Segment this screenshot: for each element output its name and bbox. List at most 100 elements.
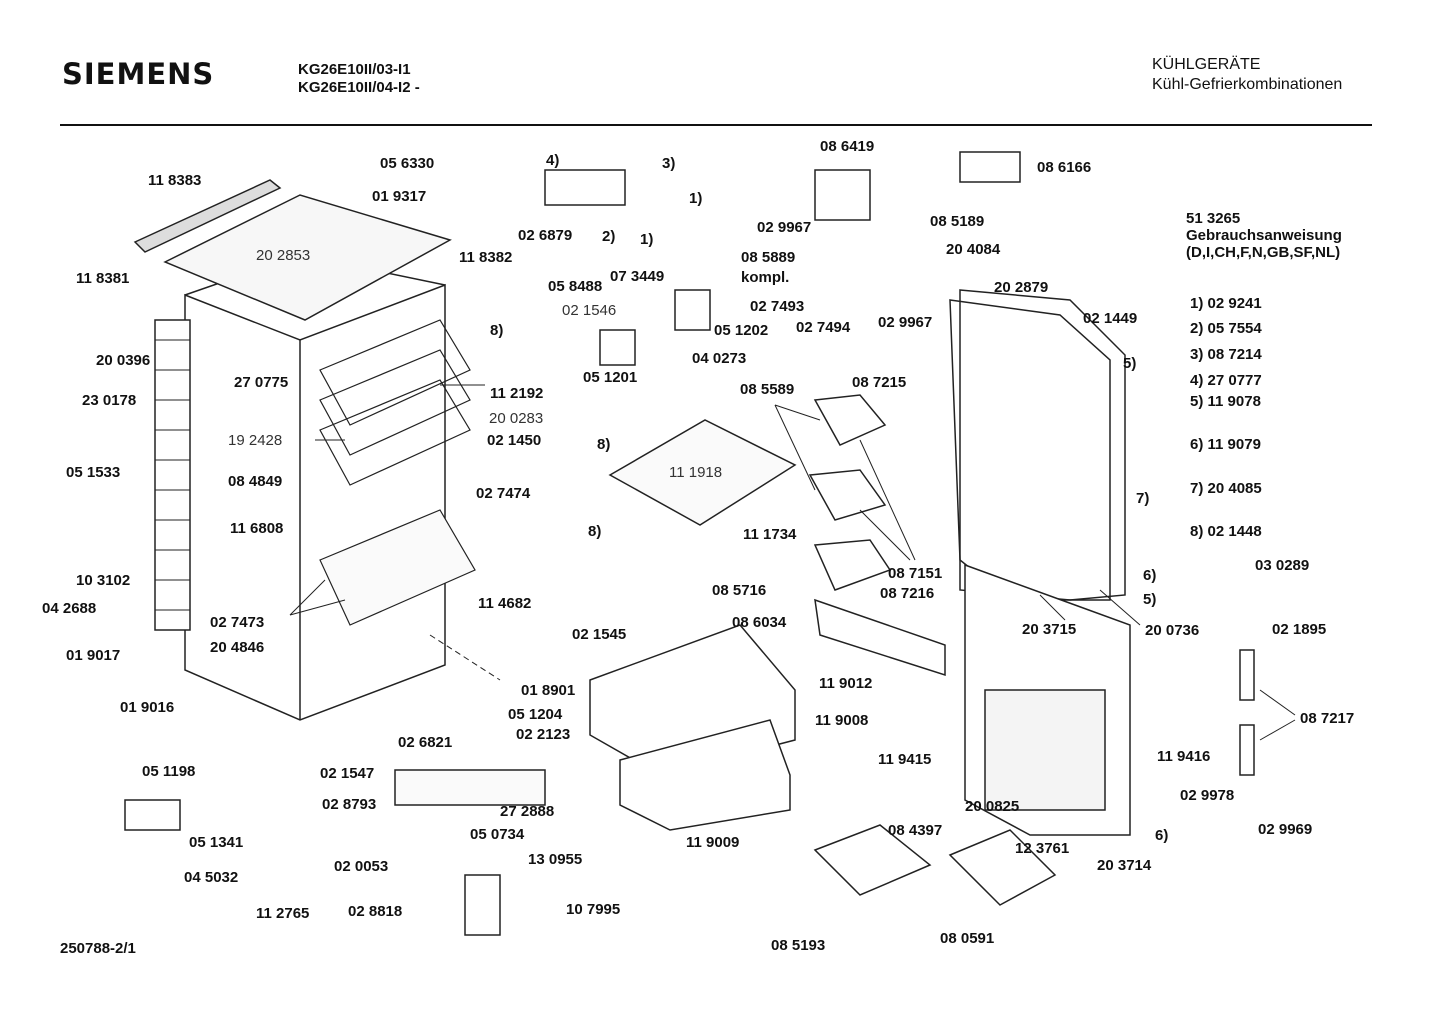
legend-item: 4) 27 0777: [1190, 372, 1262, 389]
part-label: 20 2853: [256, 247, 311, 264]
egg-tray-1: [813, 394, 887, 446]
part-label: 8): [597, 436, 611, 453]
part-label: 20 4084: [946, 241, 1001, 258]
brand-logo: SIEMENS: [62, 57, 215, 91]
part-label: 11 9009: [686, 834, 740, 851]
ice-tray-1: [813, 824, 932, 896]
part-label: 5): [1143, 591, 1157, 608]
part-label: 01 8901: [521, 682, 576, 699]
subcategory-title: Kühl-Gefrierkombinationen: [1152, 76, 1343, 93]
legend-item: 6) 11 9079: [1190, 436, 1261, 453]
part-label: 6): [1155, 827, 1169, 844]
part-label: 08 5889: [741, 249, 796, 266]
part-label: 11 6808: [230, 520, 284, 537]
part-label: kompl.: [741, 269, 790, 286]
freezer-door: [949, 299, 1111, 601]
part-label: 4): [546, 152, 560, 169]
part-label: 10 3102: [76, 572, 131, 589]
door-rack-lower: [814, 598, 946, 677]
part-label: 02 1545: [572, 626, 627, 643]
part-label: 20 0283: [489, 410, 544, 427]
header-rule: [60, 124, 1372, 126]
part-label: 08 5716: [712, 582, 767, 599]
condenser: [154, 319, 191, 631]
part-label: 11 8382: [459, 249, 513, 266]
part-label: 02 9967: [757, 219, 812, 236]
part-label: 08 7151: [888, 565, 943, 582]
part-label: 12 3761: [1015, 840, 1070, 857]
egg-tray-2: [808, 469, 887, 521]
door-rack-upper: [813, 539, 892, 591]
glass-shelf: [608, 419, 797, 526]
part-label: 02 8793: [322, 796, 377, 813]
part-label: 05 1341: [189, 834, 244, 851]
part-label: 6): [1143, 567, 1157, 584]
part-label: 05 1201: [583, 369, 638, 386]
legend-item: 3) 08 7214: [1190, 346, 1262, 363]
part-label: 11 2765: [256, 905, 310, 922]
model-number-2: KG26E10II/04-I2 -: [298, 79, 420, 96]
part-label: 11 8383: [148, 172, 202, 189]
part-label: 01 9017: [66, 647, 121, 664]
part-label: 02 1449: [1083, 310, 1138, 327]
part-label: 1): [689, 190, 703, 207]
part-label: 08 5189: [930, 213, 985, 230]
part-label: 05 0734: [470, 826, 525, 843]
part-label: 02 7474: [476, 485, 531, 502]
part-label: 11 9415: [878, 751, 932, 768]
part-label: 20 4846: [210, 639, 265, 656]
part-label: 05 1533: [66, 464, 121, 481]
legend-item: 5) 11 9078: [1190, 393, 1261, 410]
part-label: 10 7995: [566, 901, 621, 918]
manual-languages: (D,I,CH,F,N,GB,SF,NL): [1186, 244, 1341, 261]
legend-item: 1) 02 9241: [1190, 295, 1262, 312]
part-label: 11 9416: [1157, 748, 1211, 765]
part-label: 11 8381: [76, 270, 130, 287]
category-title: KÜHLGERÄTE: [1152, 56, 1261, 73]
part-label: 05 1198: [142, 763, 196, 780]
manual-title: Gebrauchsanweisung: [1186, 227, 1342, 244]
part-label: 08 7216: [880, 585, 935, 602]
part-label: 3): [662, 155, 676, 172]
legend-item: 2) 05 7554: [1190, 320, 1262, 337]
legend-item: 8) 02 1448: [1190, 523, 1262, 540]
part-label: 08 5589: [740, 381, 795, 398]
top-plate: [163, 194, 452, 321]
part-label: 08 0591: [940, 930, 995, 947]
part-label: 20 3715: [1022, 621, 1077, 638]
part-label: 08 7217: [1300, 710, 1355, 727]
part-label: 05 1202: [714, 322, 769, 339]
part-label: 1): [640, 231, 654, 248]
part-label: 04 5032: [184, 869, 239, 886]
legend-item: 7) 20 4085: [1190, 480, 1262, 497]
part-label: 11 4682: [478, 595, 532, 612]
part-label: 04 2688: [42, 600, 97, 617]
part-label: 11 9008: [815, 712, 869, 729]
part-label: 02 9978: [1180, 787, 1235, 804]
part-label: 02 2123: [516, 726, 571, 743]
manual-number: 51 3265: [1186, 210, 1241, 227]
part-label: 02 0053: [334, 858, 389, 875]
part-label: 20 0736: [1145, 622, 1200, 639]
part-label: 11 1918: [669, 464, 723, 481]
part-label: 01 9317: [372, 188, 427, 205]
part-label: 01 9016: [120, 699, 175, 716]
model-number-1: KG26E10II/03-I1: [298, 61, 411, 78]
part-label: 02 7473: [210, 614, 265, 631]
part-label: 02 6821: [398, 734, 453, 751]
part-label: 08 5193: [771, 937, 826, 954]
fridge-door-panel: [984, 689, 1106, 811]
part-label: 20 2879: [994, 279, 1049, 296]
manual-reference: 51 3265 Gebrauchsanweisung (D,I,CH,F,N,G…: [1186, 210, 1342, 261]
part-label: 08 4849: [228, 473, 283, 490]
part-label: 02 6879: [518, 227, 573, 244]
part-label: 08 6419: [820, 138, 875, 155]
part-label: 02 9969: [1258, 821, 1313, 838]
part-label: 20 0825: [965, 798, 1020, 815]
part-label: 02 1546: [562, 302, 617, 319]
part-label: 02 1547: [320, 765, 375, 782]
part-label: 8): [588, 523, 602, 540]
part-label: 02 1450: [487, 432, 542, 449]
part-label: 11 9012: [819, 675, 873, 692]
